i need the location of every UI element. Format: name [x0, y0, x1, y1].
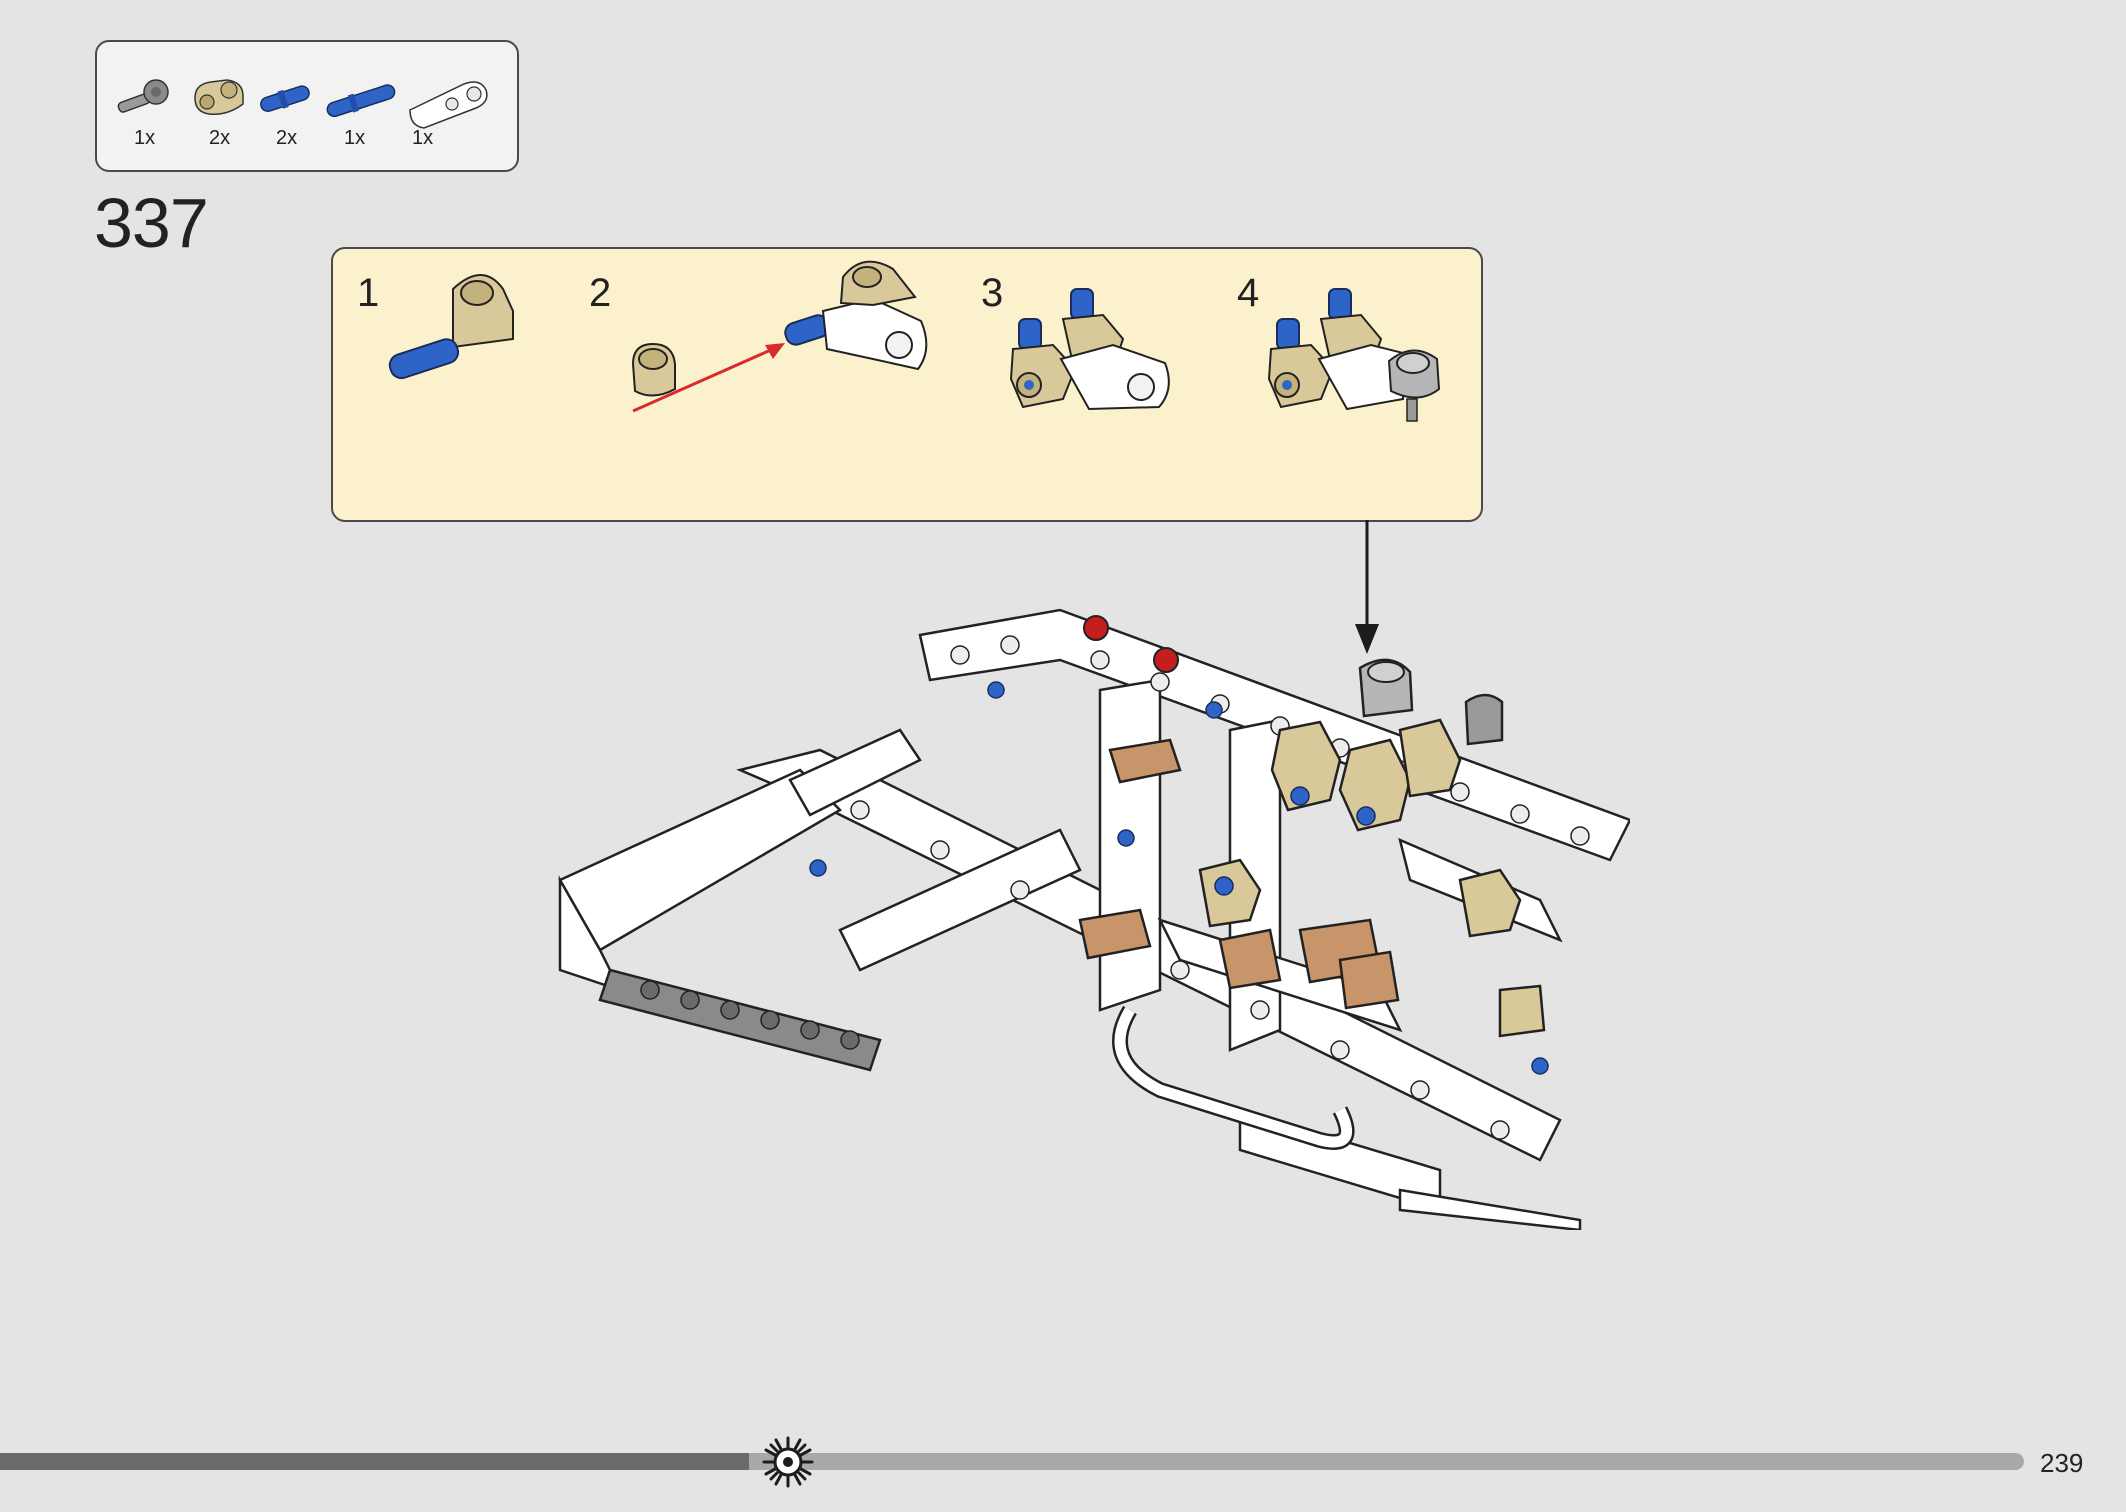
gray-axle-stop-icon — [117, 79, 169, 113]
white-beam-icon — [409, 81, 488, 129]
substep-illustrations — [388, 260, 1441, 422]
blue-pin-icon — [260, 85, 310, 113]
substep-label: 4 — [1237, 271, 1260, 315]
model-assembly-illustration — [558, 608, 1630, 1230]
progress-bar — [0, 1453, 2024, 1470]
substep-label: 3 — [981, 271, 1004, 315]
substep-panel: 1 2 3 4 — [331, 247, 1483, 522]
callout-arrow — [1355, 520, 1379, 654]
substep-3-illustration — [1009, 288, 1170, 411]
part-quantity: 2x — [209, 127, 231, 149]
part-item: 1x — [404, 42, 488, 174]
part-quantity: 1x — [134, 127, 156, 149]
substep-2-illustration — [631, 260, 928, 413]
part-quantity: 1x — [344, 127, 366, 149]
page-number: 239 — [2040, 1448, 2084, 1478]
substep-label: 1 — [357, 271, 380, 315]
substep-label: 2 — [589, 271, 612, 315]
substep-1-illustration — [388, 274, 514, 380]
parts-list-box: 1x 2x 2x 1x 1x — [95, 40, 519, 172]
part-quantity: 1x — [412, 127, 434, 149]
step-number: 337 — [94, 184, 209, 262]
blue-axle-pin-icon — [326, 84, 396, 118]
gear-icon — [762, 1436, 814, 1488]
part-quantity: 2x — [276, 127, 298, 149]
part-item: 2x — [254, 42, 334, 174]
part-item: 1x — [322, 42, 402, 174]
part-item: 1x — [112, 42, 192, 174]
part-item: 2x — [187, 42, 267, 174]
progress-fill — [0, 1453, 749, 1470]
substep-4-illustration — [1267, 288, 1441, 422]
tan-pin-connector-icon — [194, 79, 244, 116]
